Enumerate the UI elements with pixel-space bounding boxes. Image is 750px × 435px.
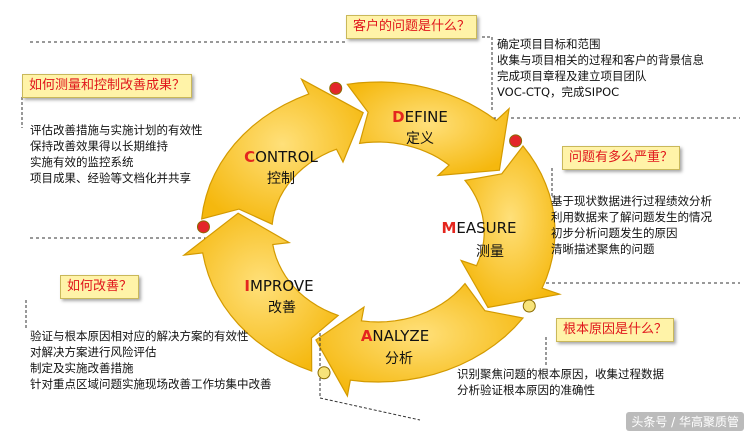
note-line: 评估改善措施与实施计划的有效性 [30,123,203,137]
note-line: 初步分析问题发生的原因 [551,226,678,240]
phase-define-cn: 定义 [406,131,434,147]
phase-measure-name: EASURE [456,219,516,237]
note-line: 验证与根本原因相对应的解决方案的有效性 [30,329,249,343]
notes-measure: 基于现状数据进行过程绩效分析 利用数据来了解问题发生的情况 初步分析问题发生的原… [551,193,712,257]
phase-improve-label: IMPROVE [244,277,313,295]
phase-measure-cn: 测量 [476,244,504,260]
note-line: 制定及实施改善措施 [30,361,134,375]
arrow-analyze [315,282,525,398]
arrow-improve [181,212,340,372]
notes-control: 评估改善措施与实施计划的有效性 保持改善效果得以长期维持 实施有效的监控系统 项… [30,122,203,186]
phase-improve-name: MPROVE [250,277,314,295]
connector-line [482,36,493,112]
watermark: 头条号 / 华高聚质管 [626,412,744,431]
question-improve: 如何改善？ [60,275,140,299]
note-line: 对解决方案进行风险评估 [30,345,157,359]
connector-line [319,333,421,421]
note-line: 收集与项目相关的过程和客户的背景信息 [497,53,704,67]
notes-analyze: 识别聚焦问题的根本原因，收集过程数据 分析验证根本原因的准确性 [457,366,664,398]
phase-define-initial: D [392,108,404,126]
phase-analyze-label: ANALYZE [361,327,429,345]
question-define: 客户的问题是什么？ [346,15,478,39]
phase-control-label: CONTROL [244,148,318,166]
phase-define-label: DEFINE [392,108,448,126]
note-line: 保持改善效果得以长期维持 [30,139,168,153]
junction-dot [522,299,536,313]
phase-measure-initial: M [441,219,456,237]
note-line: 实施有效的监控系统 [30,155,134,169]
junction-dot [509,134,523,148]
arrow-control [200,77,364,226]
note-line: 基于现状数据进行过程绩效分析 [551,194,712,208]
note-line: 分析验证根本原因的准确性 [457,383,595,397]
arrow-define [346,81,510,177]
question-analyze: 根本原因是什么？ [556,318,675,342]
junction-dot [329,81,343,95]
note-line: 针对重点区域问题实施现场改善工作坊集中改善 [30,377,272,391]
phase-control-name: ONTROL [255,148,318,166]
notes-improve: 验证与根本原因相对应的解决方案的有效性 对解决方案进行风险评估 制定及实施改善措… [30,328,272,392]
phase-measure-label: MEASURE [441,219,516,237]
phase-define-name: EFINE [405,108,448,126]
notes-define: 确定项目目标和范围 收集与项目相关的过程和客户的背景信息 完成项目章程及建立项目… [497,36,704,100]
arrow-measure [459,145,562,309]
junction-dot [317,366,331,380]
phase-improve-initial: I [244,277,250,295]
note-line: 项目成果、经验等文档化并共享 [30,171,191,185]
phase-improve-cn: 改善 [268,300,296,316]
junction-dot [196,220,210,234]
question-measure: 问题有多么严重？ [562,146,681,170]
note-line: 确定项目目标和范围 [497,37,601,51]
phase-analyze-cn: 分析 [385,351,413,367]
note-line: 完成项目章程及建立项目团队 [497,69,647,83]
phase-analyze-initial: A [361,327,373,345]
note-line: 利用数据来了解问题发生的情况 [551,210,712,224]
question-control: 如何测量和控制改善成果？ [22,74,193,98]
note-line: 识别聚焦问题的根本原因，收集过程数据 [457,367,664,381]
phase-analyze-name: NALYZE [372,327,429,345]
note-line: 清晰描述聚焦的问题 [551,242,655,256]
note-line: VOC-CTQ，完成SIPOC [497,85,620,99]
phase-control-initial: C [244,148,255,166]
phase-control-cn: 控制 [267,171,295,187]
